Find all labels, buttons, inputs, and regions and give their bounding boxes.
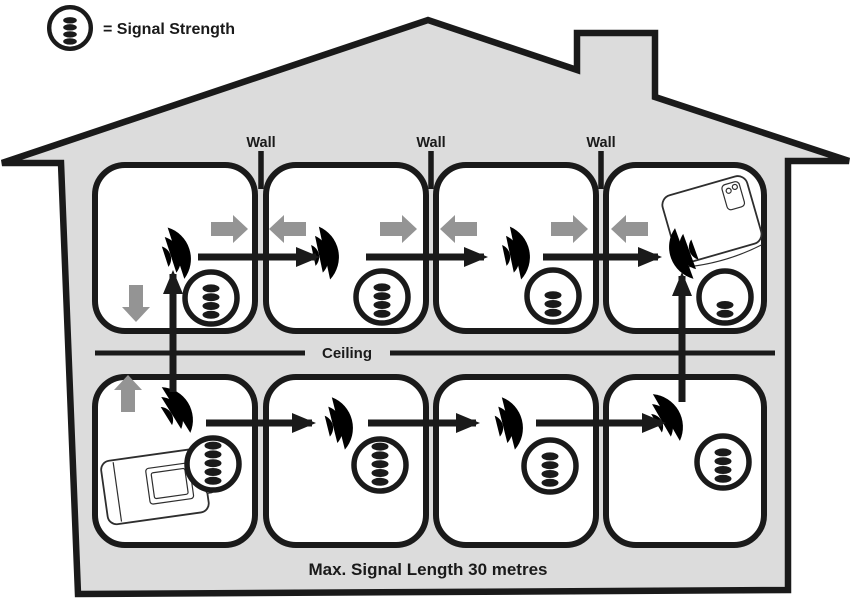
signal-dot <box>371 460 389 469</box>
signal-strength-meter <box>351 436 409 494</box>
signal-dot <box>63 24 77 31</box>
signal-dot <box>204 459 222 468</box>
signal-dot <box>716 301 734 309</box>
signal-dot <box>63 17 77 24</box>
signal-dot <box>541 452 559 461</box>
signal-dot <box>714 448 732 457</box>
wall-label-3: Wall <box>586 135 615 151</box>
signal-dot <box>373 283 391 292</box>
ceiling-label: Ceiling <box>322 345 372 362</box>
signal-dot <box>714 466 732 474</box>
max-signal-label: Max. Signal Length 30 metres <box>308 560 547 579</box>
signal-dot <box>204 441 222 450</box>
signal-dot <box>716 309 734 318</box>
wall-label-1: Wall <box>246 135 275 151</box>
signal-dot <box>202 310 220 319</box>
signal-strength-icon <box>46 4 94 52</box>
wall-label-2: Wall <box>416 135 445 151</box>
signal-dot <box>373 301 391 309</box>
signal-dot <box>204 476 222 485</box>
signal-dot <box>371 451 389 460</box>
signal-dot <box>373 292 391 301</box>
signal-dot <box>714 457 732 466</box>
signal-strength-meter <box>184 435 242 493</box>
signal-dot <box>63 31 77 38</box>
signal-strength-meter <box>182 269 240 327</box>
signal-strength-meter <box>694 433 752 491</box>
signal-dot <box>202 302 220 310</box>
signal-dot <box>202 293 220 302</box>
signal-dot <box>544 291 562 300</box>
signal-dot <box>371 469 389 477</box>
signal-dot <box>63 38 77 45</box>
signal-dot <box>544 300 562 308</box>
signal-strength-meter <box>524 267 582 325</box>
legend-label: = Signal Strength <box>103 21 235 38</box>
signal-dot <box>371 477 389 486</box>
legend: = Signal Strength <box>46 4 235 52</box>
receiver-box-icon <box>661 175 763 268</box>
signal-dot <box>204 468 222 476</box>
signal-strength-meter <box>696 268 754 326</box>
signal-dot <box>371 442 389 451</box>
signal-strength-meter <box>521 437 579 495</box>
signal-dot <box>544 308 562 317</box>
signal-dot <box>202 284 220 293</box>
signal-dot <box>541 478 559 487</box>
signal-dot <box>541 461 559 470</box>
signal-dot <box>373 309 391 318</box>
signal-dot <box>714 474 732 483</box>
signal-dot <box>204 450 222 459</box>
signal-dot <box>541 470 559 478</box>
signal-strength-meter <box>353 268 411 326</box>
